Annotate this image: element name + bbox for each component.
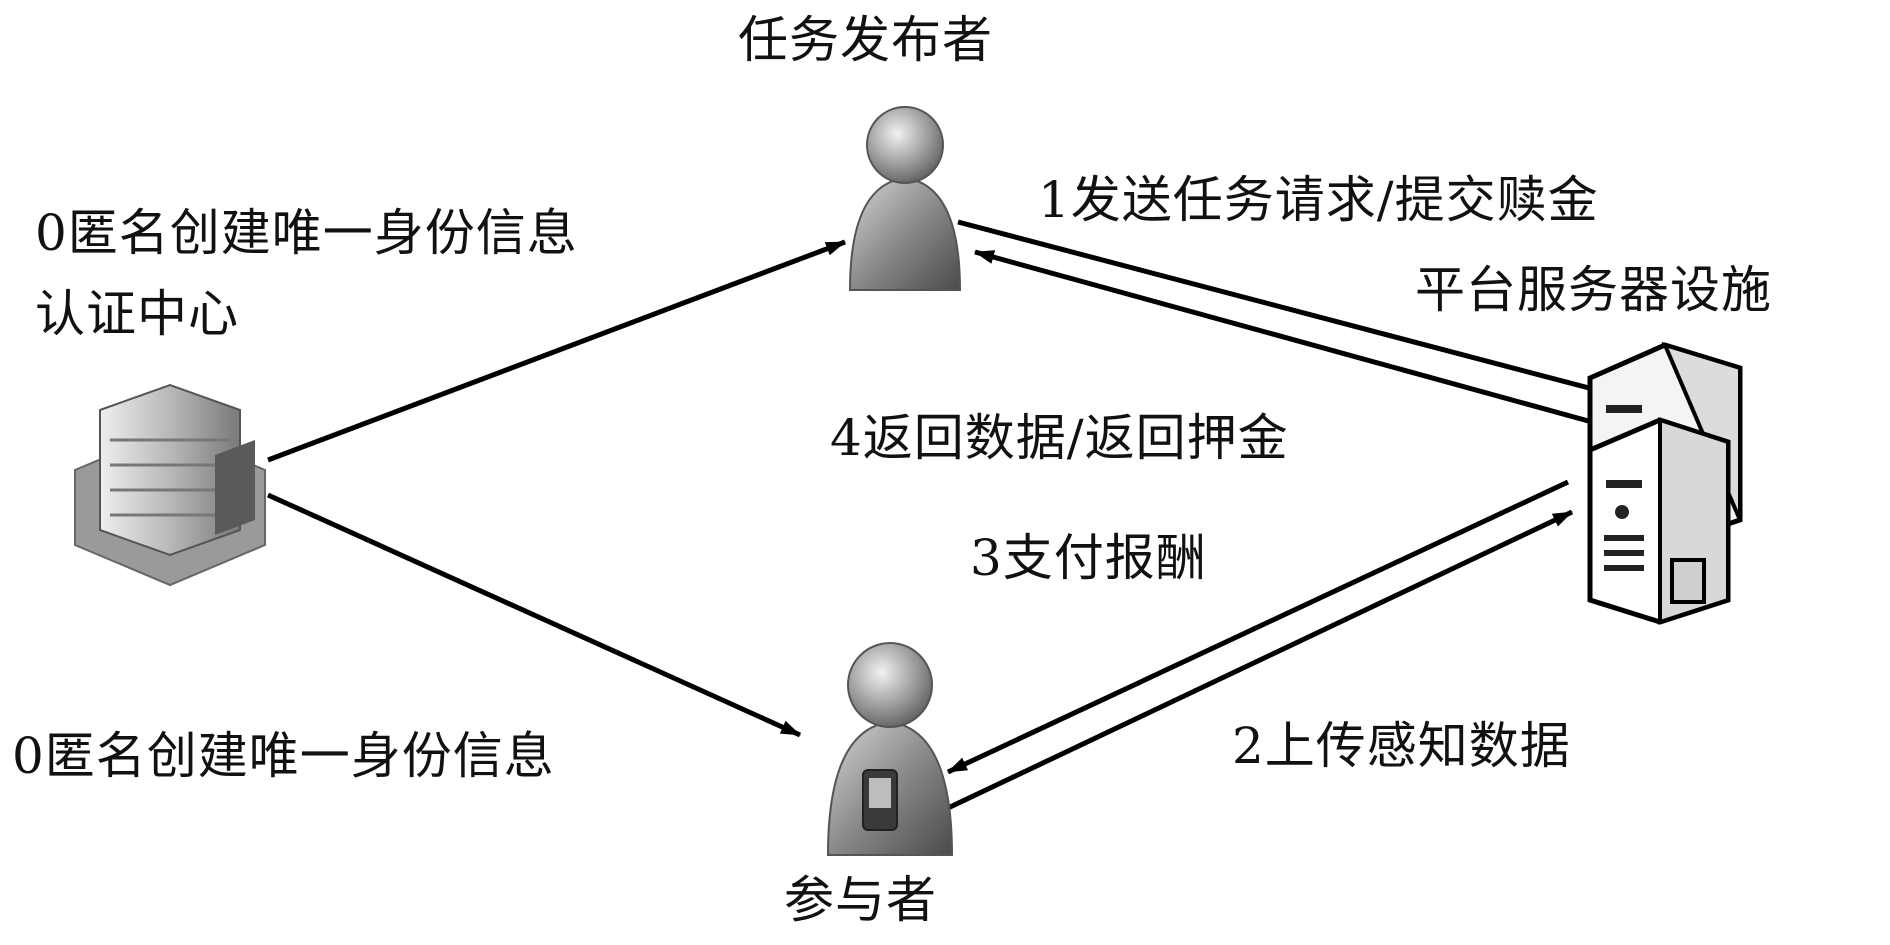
server-label: 平台服务器设施	[1415, 261, 1772, 319]
step3-label: 3支付报酬	[970, 529, 1207, 587]
edge-auth-to-publisher	[267, 239, 846, 463]
edge-step2-participant-to-server	[946, 509, 1574, 811]
auth-center-building-icon	[74, 383, 266, 587]
auth-center-label: 认证中心	[35, 285, 239, 343]
step4-label: 4返回数据/返回押金	[830, 409, 1289, 467]
participant-user-with-phone-icon	[826, 642, 954, 856]
edge-step3-server-to-participant	[946, 479, 1570, 775]
edge-auth-to-participant	[266, 492, 802, 738]
auth-center-identity-label: 0匿名创建唯一身份信息	[35, 204, 578, 262]
step1-label: 1发送任务请求/提交赎金	[1038, 171, 1599, 229]
publisher-label: 任务发布者	[738, 11, 993, 69]
server-icon	[1587, 341, 1743, 625]
publisher-user-icon	[848, 106, 962, 291]
edge-step4-server-to-publisher	[974, 249, 1593, 425]
participant-label: 参与者	[784, 871, 937, 929]
edge-step1-publisher-to-server	[957, 219, 1609, 396]
step2-label: 2上传感知数据	[1232, 717, 1571, 775]
participant-identity-label: 0匿名创建唯一身份信息	[12, 727, 555, 785]
